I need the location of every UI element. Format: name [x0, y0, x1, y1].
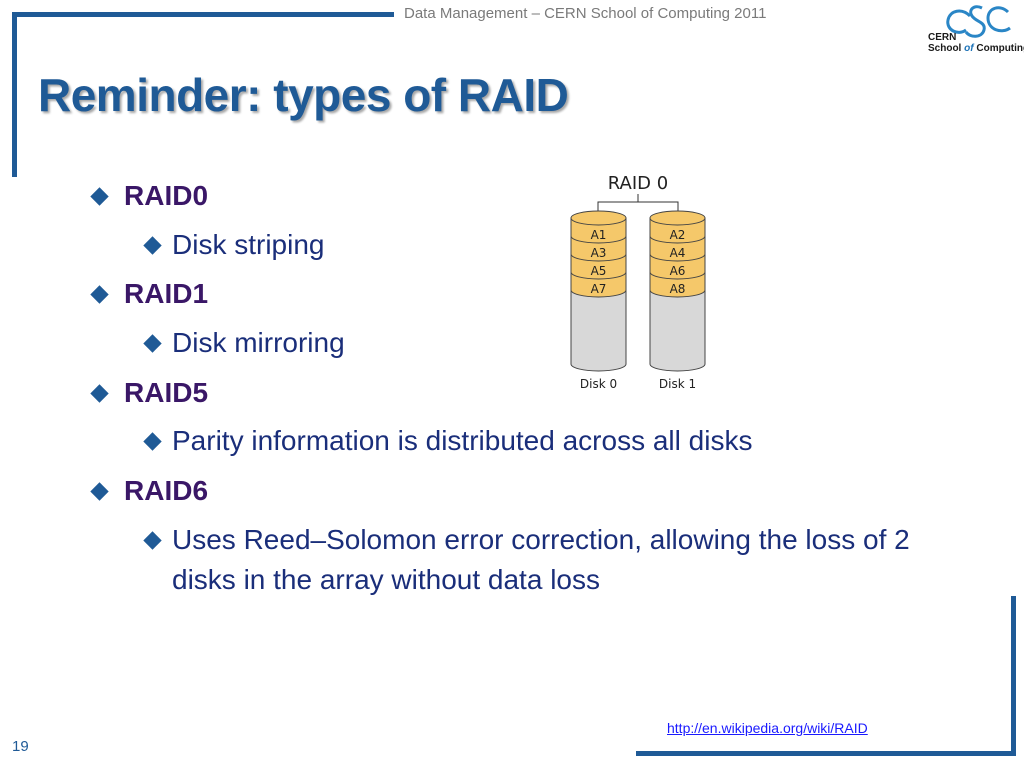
diagram-title: RAID 0	[608, 173, 668, 194]
diamond-bullet-icon	[143, 236, 162, 255]
slide-header: Data Management – CERN School of Computi…	[404, 5, 767, 22]
diamond-bullet-icon	[90, 482, 109, 501]
bullet-raid1: RAID1	[124, 278, 209, 309]
block-label: A7	[591, 282, 607, 296]
disk-body	[649, 290, 706, 372]
block-label: A3	[591, 246, 607, 260]
block-label: A4	[670, 246, 686, 260]
diamond-bullet-icon	[90, 285, 109, 304]
page-number: 19	[12, 738, 29, 755]
diamond-bullet-icon	[143, 334, 162, 353]
sub-bullet-raid0: Disk striping	[172, 229, 325, 260]
diagram-bracket	[597, 201, 679, 212]
block-label: A5	[591, 264, 607, 278]
block-label: A6	[670, 264, 686, 278]
csc-logo-mark	[946, 5, 1011, 38]
disk-label: Disk 0	[580, 377, 617, 391]
block-label: A8	[670, 282, 686, 296]
bullet-raid5: RAID5	[124, 377, 209, 408]
csc-logo: CERN School of Computing	[924, 2, 1024, 64]
diamond-bullet-icon	[90, 187, 109, 206]
sub-bullet-raid5: Parity information is distributed across…	[172, 425, 753, 456]
disk-label: Disk 1	[659, 377, 696, 391]
diamond-bullet-icon	[143, 432, 162, 451]
header-rule	[12, 12, 394, 17]
left-accent-bar	[12, 12, 17, 177]
diamond-bullet-icon	[143, 531, 162, 550]
footer-rule	[636, 751, 1016, 756]
bullet-raid6: RAID6	[124, 475, 209, 506]
logo-cern: CERN	[928, 32, 957, 43]
disk-top-cap	[649, 210, 706, 226]
disk-body	[570, 290, 627, 372]
sub-bullet-raid1: Disk mirroring	[172, 327, 345, 358]
sub-bullet-raid6: Uses Reed–Solomon error correction, allo…	[172, 524, 910, 595]
slide-title: Reminder: types of RAID	[38, 69, 569, 121]
block-label: A1	[591, 228, 607, 242]
bullet-raid0: RAID0	[124, 180, 209, 211]
logo-school-line: School of Computing	[928, 43, 1024, 54]
block-label: A2	[670, 228, 686, 242]
right-accent-bar	[1011, 596, 1016, 756]
disk-top-cap	[570, 210, 627, 226]
wikipedia-link[interactable]: http://en.wikipedia.org/wiki/RAID	[667, 720, 868, 736]
diamond-bullet-icon	[90, 384, 109, 403]
